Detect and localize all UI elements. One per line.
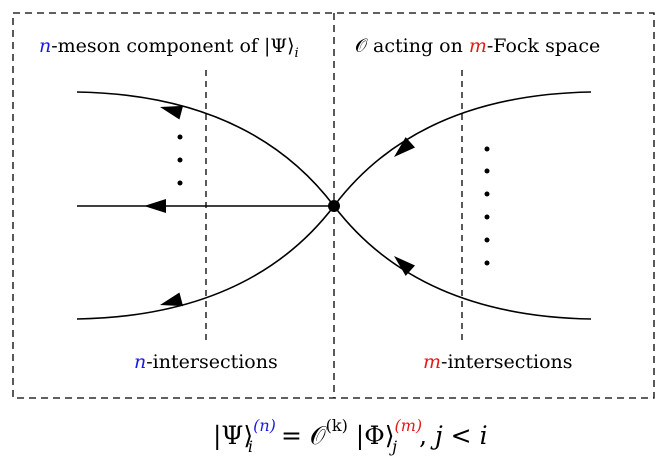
ellipsis-dot — [484, 191, 490, 197]
left-panel-title: n-meson component of |Ψ⟩i — [39, 35, 299, 61]
formula-operator: 𝒪 — [310, 421, 328, 450]
right-panel-title: 𝒪 acting on m-Fock space — [355, 35, 600, 57]
n-variable: n — [134, 351, 146, 373]
m-intersections-label: m-intersections — [423, 351, 573, 373]
left-ellipsis-dots — [177, 134, 183, 186]
formula-eq: = — [273, 421, 310, 450]
ellipsis-dot — [484, 168, 490, 174]
n-intersections-text: -intersections — [146, 351, 277, 373]
formula-lhs-sub: i — [248, 437, 253, 456]
psi-ket: |Ψ⟩ — [264, 35, 294, 57]
n-intersections-label: n-intersections — [134, 351, 278, 373]
m-variable: m — [469, 35, 487, 57]
right-upper-curve — [333, 91, 592, 207]
formula-rhs-ket: |Φ⟩ — [348, 421, 395, 451]
arrow-right-lower — [394, 256, 416, 276]
formula-condition: j < i — [430, 421, 488, 450]
m-intersections-text: -intersections — [441, 351, 572, 373]
right-title-mid: acting on — [367, 35, 469, 57]
right-lower-curve — [333, 205, 592, 320]
right-ellipsis-dots — [484, 146, 490, 266]
ellipsis-dot — [484, 260, 490, 266]
m-variable: m — [423, 351, 441, 373]
arrow-right-upper — [394, 137, 416, 157]
vertex-dot — [328, 200, 340, 212]
operator-symbol: 𝒪 — [355, 35, 369, 57]
formula-rhs-sub: j — [389, 437, 397, 456]
left-lower-curve — [76, 205, 335, 320]
formula-rhs-sup: (m) — [394, 416, 422, 435]
formula-lhs-sup: (n) — [253, 416, 276, 435]
psi-subscript: i — [294, 46, 298, 61]
formula-lhs-ket: |Ψ⟩ — [213, 421, 253, 451]
formula-cond-sep: , — [419, 421, 435, 450]
formula: |Ψ⟩(n)i = 𝒪(k) |Φ⟩(m) j, j < i — [213, 416, 488, 456]
left-upper-curve — [76, 91, 335, 207]
formula-op-sup: (k) — [326, 416, 348, 435]
ellipsis-dot — [484, 237, 490, 243]
ellipsis-dot — [177, 180, 183, 186]
ellipsis-dot — [484, 146, 490, 152]
n-variable: n — [39, 35, 51, 57]
arrow-left-lower — [160, 292, 184, 307]
ellipsis-dot — [177, 157, 183, 163]
right-title-text: -Fock space — [487, 35, 600, 57]
left-title-text: -meson component of — [51, 35, 264, 57]
arrow-left-middle — [144, 199, 166, 213]
ellipsis-dot — [177, 134, 183, 140]
ellipsis-dot — [484, 214, 490, 220]
arrow-left-upper — [160, 105, 184, 120]
